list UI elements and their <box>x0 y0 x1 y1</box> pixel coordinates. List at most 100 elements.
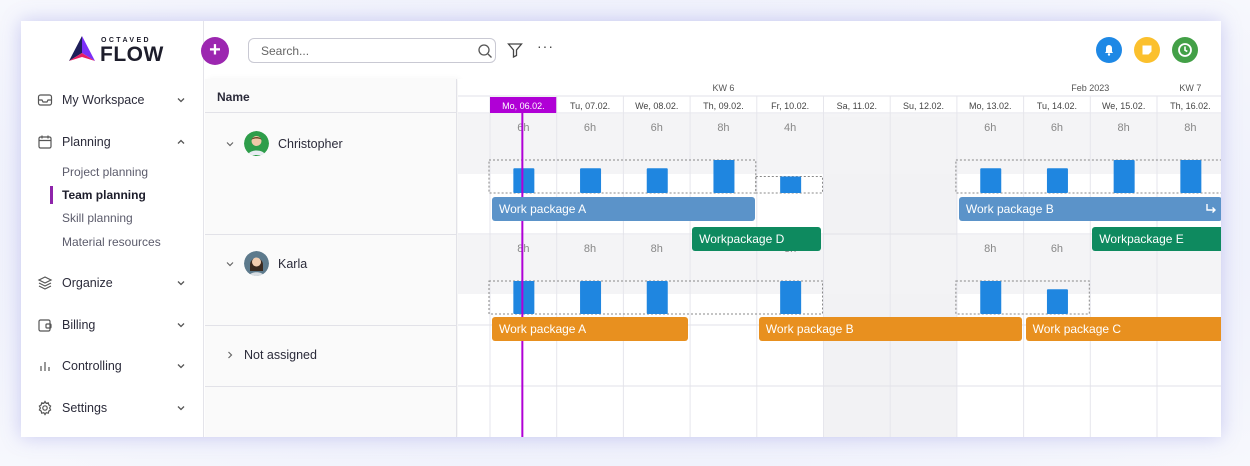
logo-mark-icon <box>69 36 95 61</box>
day-label: We, 15.02. <box>1102 101 1145 111</box>
capacity-outline <box>955 280 1090 315</box>
clock-icon <box>1172 37 1198 63</box>
chevron-down-icon[interactable] <box>225 259 235 269</box>
hours-label: 6h <box>1051 122 1063 134</box>
row-divider <box>205 234 457 235</box>
time-tracking-button[interactable] <box>1172 37 1198 63</box>
hours-label: 4h <box>784 122 796 134</box>
load-bar <box>513 168 535 193</box>
sidebar-item-label: Controlling <box>62 359 122 373</box>
day-label: Tu, 14.02. <box>1037 101 1077 111</box>
sidebar-item-billing[interactable]: Billing <box>21 313 204 337</box>
load-bar <box>580 281 602 314</box>
hours-label: 8h <box>984 243 996 255</box>
chevron-down-icon <box>177 323 185 328</box>
row-divider <box>205 386 457 387</box>
day-label: Fr, 10.02. <box>771 101 809 111</box>
sidebar-item-label: My Workspace <box>62 93 145 107</box>
notes-button[interactable] <box>1134 37 1160 63</box>
resource-name-column: Name Christopher <box>205 79 457 437</box>
capacity-outline <box>488 159 757 194</box>
sidebar-item-my-workspace[interactable]: My Workspace <box>21 88 204 112</box>
sidebar-item-settings[interactable]: Settings <box>21 396 204 420</box>
day-label: Su, 12.02. <box>903 101 944 111</box>
sidebar-subitem-team-planning[interactable]: Team planning <box>62 188 146 202</box>
load-bar <box>580 168 602 193</box>
load-bar <box>646 281 668 314</box>
chevron-right-icon[interactable] <box>225 350 235 360</box>
sidebar-subitem-project-planning[interactable]: Project planning <box>62 165 149 179</box>
load-bar <box>713 160 735 193</box>
sidebar-item-label: Planning <box>62 135 111 149</box>
search-icon[interactable] <box>477 43 493 59</box>
sidebar: OCTAVED FLOW My Workspace Planning Proje… <box>21 21 204 437</box>
name-header-label: Name <box>217 90 250 104</box>
sidebar-item-label: Billing <box>62 318 96 332</box>
resource-row-christopher: Christopher <box>205 114 457 234</box>
note-icon <box>1134 37 1160 63</box>
chevron-down-icon <box>177 406 185 411</box>
hours-label: 8h <box>651 243 663 255</box>
sidebar-subitem-skill-planning[interactable]: Skill planning <box>62 211 133 225</box>
day-label: Mo, 13.02. <box>969 101 1012 111</box>
search-input[interactable] <box>261 43 461 59</box>
hours-label: 6h <box>984 122 996 134</box>
sidebar-item-organize[interactable]: Organize <box>21 271 204 295</box>
avatar <box>244 131 269 156</box>
timeline-canvas: KW 6 Feb 2023 KW 7 Mo, 06.02. Tu, 07.02. We, … <box>458 79 1221 437</box>
sidebar-item-label: Settings <box>62 401 108 415</box>
resource-row-karla: Karla <box>205 235 457 325</box>
work-package-bar[interactable]: Workpackage E <box>1092 227 1221 251</box>
week-label: KW 7 <box>1179 83 1201 93</box>
day-label: Th, 16.02. <box>1170 101 1211 111</box>
hours-label: 6h <box>1051 243 1063 255</box>
day-label: Tu, 07.02. <box>570 101 610 111</box>
layers-icon <box>37 276 53 290</box>
load-bar <box>1180 160 1202 193</box>
name-column-header: Name <box>205 79 457 113</box>
day-label: Sa, 11.02. <box>837 101 877 111</box>
sidebar-item-controlling[interactable]: Controlling <box>21 354 204 378</box>
notifications-button[interactable] <box>1096 37 1122 63</box>
load-bar <box>980 168 1002 193</box>
sidebar-subitem-material-resources[interactable]: Material resources <box>62 235 161 249</box>
load-bar <box>646 168 668 193</box>
hours-label: 8h <box>1118 122 1130 134</box>
hours-label: 8h <box>717 122 729 134</box>
load-bar <box>513 281 535 314</box>
week-label: KW 6 <box>712 83 734 93</box>
work-package-bar[interactable]: Work package A <box>492 197 755 221</box>
more-icon[interactable]: ··· <box>537 38 554 54</box>
gear-icon <box>38 400 52 416</box>
work-package-bar[interactable]: Work package C <box>1025 317 1221 341</box>
work-package-bar[interactable]: Work package A <box>492 317 689 341</box>
subtask-arrow-icon <box>1205 204 1216 213</box>
day-label: Th, 09.02. <box>703 101 744 111</box>
work-package-bar[interactable]: Workpackage D <box>692 227 822 251</box>
inbox-icon <box>37 94 53 106</box>
avatar <box>244 251 269 276</box>
chevron-up-icon <box>177 139 185 144</box>
active-indicator <box>50 186 53 204</box>
timeline-grid: KW 6 Feb 2023 KW 7 Mo, 06.02. Tu, 07.02. We, … <box>458 79 1221 437</box>
chevron-down-icon[interactable] <box>225 139 235 149</box>
resource-row-not-assigned: Not assigned <box>205 326 457 386</box>
bar-chart-icon <box>40 362 50 371</box>
filter-icon[interactable] <box>507 42 523 58</box>
day-label: We, 08.02. <box>635 101 678 111</box>
hours-label: 8h <box>584 243 596 255</box>
load-bar <box>780 176 802 193</box>
search-box <box>248 38 496 63</box>
octaved-flow-logo: OCTAVED FLOW <box>67 35 167 69</box>
add-button[interactable]: + <box>201 37 229 65</box>
chevron-down-icon <box>177 281 185 286</box>
sidebar-item-planning[interactable]: Planning <box>21 130 204 154</box>
today-header <box>490 97 557 113</box>
day-label: Mo, 06.02. <box>502 101 545 111</box>
load-bar <box>780 281 802 314</box>
month-label: Feb 2023 <box>1071 83 1109 93</box>
work-package-bar[interactable]: Work package B <box>958 197 1221 221</box>
resource-name: Karla <box>278 257 308 271</box>
chevron-down-icon <box>177 364 185 369</box>
work-package-bar[interactable]: Work package B <box>758 317 1022 341</box>
